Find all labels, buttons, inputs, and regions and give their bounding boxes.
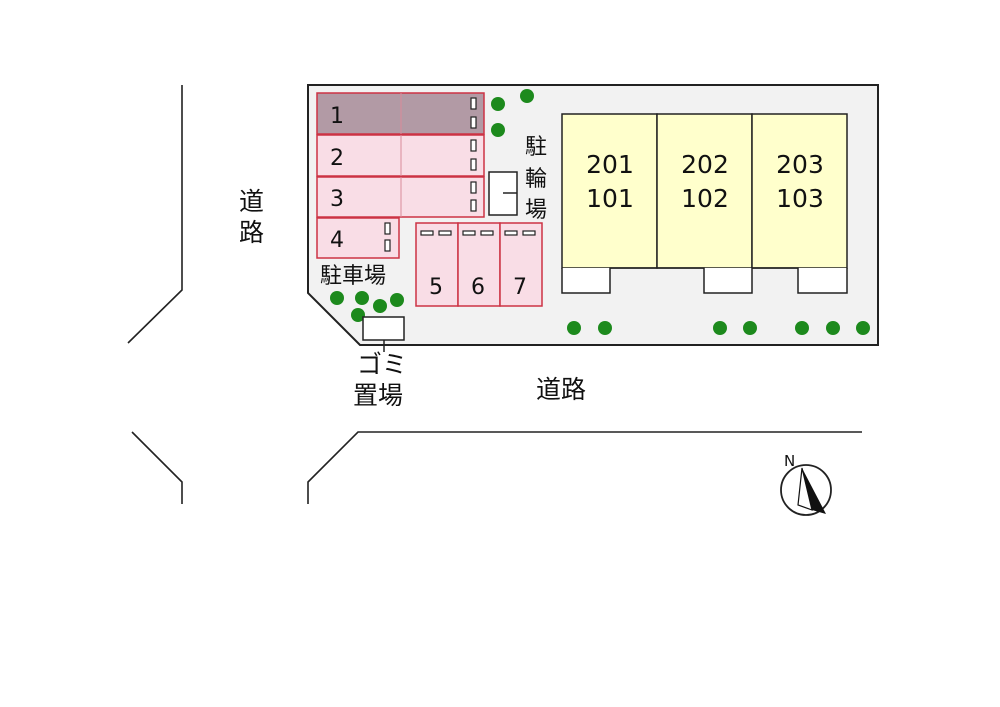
tree-icon: [826, 321, 840, 335]
unit-203-103[interactable]: [751, 113, 848, 269]
tree-icon: [567, 321, 581, 335]
apartment-building: [561, 113, 848, 294]
parking-space-number-1: 1: [330, 104, 344, 129]
tree-icon: [373, 299, 387, 313]
tree-icon: [491, 123, 505, 137]
parking-space-number-3: 3: [330, 187, 344, 212]
wheel-stops: [384, 97, 477, 252]
unit-lower-label-3: 103: [776, 184, 824, 213]
tree-icon: [355, 291, 369, 305]
garbage-area-label-line-2: 置場: [353, 381, 403, 410]
tree-icon: [491, 97, 505, 111]
tree-icon: [713, 321, 727, 335]
unit-lower-label-2: 102: [681, 184, 729, 213]
parking-space-number-2: 2: [330, 146, 344, 171]
trees: [330, 89, 870, 335]
compass-needle-icon: [802, 468, 826, 514]
bicycle-parking-label-char-3: 場: [525, 198, 547, 223]
bicycle-parking-label-char-2: 輪: [525, 167, 547, 192]
parking-space-number-6: 6: [471, 275, 485, 300]
parking-area-east: 5 6 7: [415, 222, 543, 307]
parking-area-west: 1 2 3 4: [316, 92, 485, 259]
building-balconies: [561, 267, 848, 294]
tree-icon: [795, 321, 809, 335]
west-road-label-char-1: 道: [239, 187, 264, 216]
south-road-label: 道路: [536, 375, 586, 404]
parking-space-number-4: 4: [330, 228, 344, 253]
unit-upper-label-2: 202: [681, 150, 729, 179]
tree-icon: [856, 321, 870, 335]
parking-space-number-5: 5: [429, 275, 443, 300]
wheel-stops: [420, 230, 536, 236]
parking-space-6[interactable]: [457, 222, 501, 307]
tree-icon: [598, 321, 612, 335]
bicycle-parking-label-char-1: 駐: [525, 135, 547, 160]
unit-upper-label-1: 201: [586, 150, 634, 179]
tree-icon: [390, 293, 404, 307]
north-compass: N: [780, 452, 832, 516]
bicycle-parking: 駐 輪 場: [488, 135, 547, 223]
garbage-area-box[interactable]: [362, 316, 405, 341]
west-road-label-char-2: 路: [239, 218, 264, 247]
tree-icon: [743, 321, 757, 335]
tree-icon: [520, 89, 534, 103]
compass-north-label: N: [784, 452, 795, 470]
west-road-edge-lower-left: [131, 431, 183, 504]
parking-label: 駐車場: [320, 264, 386, 289]
tree-icon: [330, 291, 344, 305]
compass-needle-outline: [797, 467, 813, 511]
west-road: [127, 85, 862, 504]
parking-space-number-7: 7: [513, 275, 527, 300]
unit-lower-label-1: 101: [586, 184, 634, 213]
tree-icon: [351, 308, 365, 322]
unit-202-102[interactable]: [656, 113, 753, 269]
parking-space-7[interactable]: [499, 222, 543, 307]
west-road-edge-upper-left: [127, 85, 183, 344]
west-road-edge-lower-right: [307, 431, 862, 504]
unit-upper-label-3: 203: [776, 150, 824, 179]
garbage-area-label-line-1: ゴミ: [357, 350, 407, 379]
